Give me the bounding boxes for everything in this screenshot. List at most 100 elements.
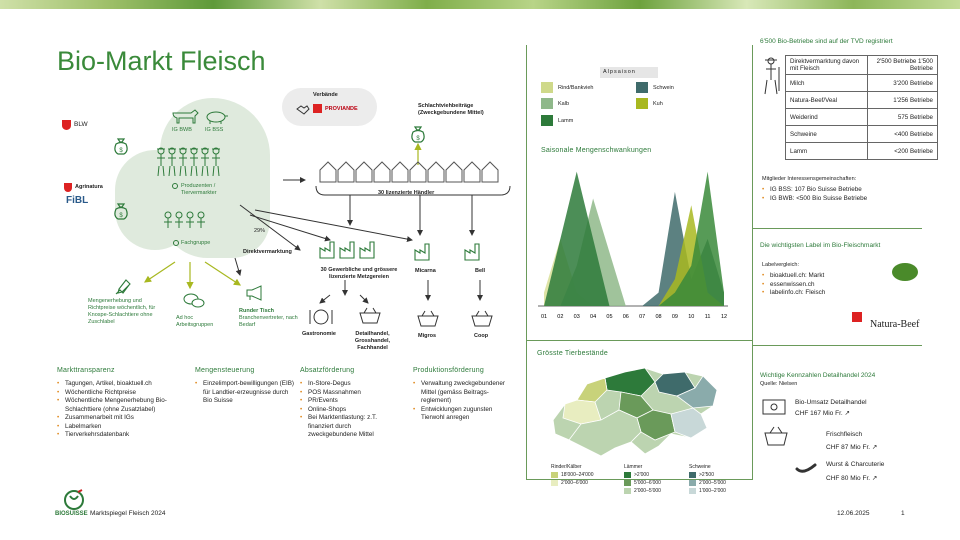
map-swatch — [689, 487, 696, 494]
mengenerhebung-label: Mengenerhebung und Richtpreise wöchentli… — [88, 298, 156, 325]
map-legend-item: 1'000–2'000 — [689, 487, 726, 495]
alpsaison-box — [600, 67, 658, 78]
map-swatch — [689, 471, 696, 478]
divider — [526, 45, 527, 480]
list-item: Bei Marktentlastung: z.T. finanziert dur… — [300, 414, 400, 440]
sausage-icon — [795, 457, 817, 480]
map-legend-title: Rinder/Kälber — [551, 464, 582, 470]
producer-area-ext — [115, 150, 195, 250]
map-legend-item: 2'000–6'000 — [551, 479, 594, 487]
labels-list: bioaktuell.ch: Marktessenwissen.chlabeli… — [762, 272, 825, 298]
blw-logo: BLW — [62, 120, 88, 130]
x-tick-label: 12 — [721, 314, 727, 320]
farmer-icon — [760, 55, 782, 110]
x-tick-label: 03 — [574, 314, 580, 320]
cash-register-icon — [762, 399, 786, 420]
table-cell: Lamm — [785, 142, 868, 160]
money-bag-icon: $ — [410, 125, 426, 148]
divider — [752, 228, 922, 229]
list-item: bioaktuell.ch: Markt — [762, 272, 825, 281]
money-bag-icon: $ — [113, 202, 129, 225]
x-tick-label: 09 — [672, 314, 678, 320]
agrinatura-logo: Agrinatura — [64, 183, 103, 192]
map-legend-label: 2'000–5'000 — [634, 488, 661, 494]
house-icon — [319, 161, 337, 183]
direktvermarktung-label: Direktvermarktung — [243, 249, 292, 255]
natura-beef-logo: Natura-Beef — [870, 319, 920, 330]
chat-bubbles-icon — [183, 293, 205, 314]
map-legend-label: >2'000 — [634, 472, 649, 478]
map-legend-title: Lämmer — [624, 464, 643, 470]
area-series — [544, 171, 724, 306]
map-swatch — [624, 487, 631, 494]
factory-icon — [414, 243, 430, 261]
table-cell: <200 Betriebe — [867, 142, 938, 160]
table-row: Schweine<400 Betriebe — [785, 125, 938, 143]
basket-icon — [470, 310, 494, 333]
megaphone-icon — [245, 285, 267, 306]
column-title-2: Absatzförderung — [300, 367, 355, 374]
ig-list: IG BSS: 107 Bio Suisse BetriebeIG BWB: <… — [762, 186, 867, 203]
table-cell: Schweine — [785, 125, 868, 143]
farmer-body — [157, 148, 165, 177]
farmer-body — [168, 148, 176, 177]
list-item: Labelmarken — [57, 423, 187, 432]
gewerbe-label: 30 Gewerbliche und grössere lizenzierte … — [320, 267, 398, 280]
list-item: Zusammenarbeit mit IGs — [57, 414, 187, 423]
house-icon — [481, 161, 499, 183]
list-item: essenwissen.ch — [762, 281, 825, 290]
map-swatch — [624, 471, 631, 478]
table-cell: Direktvermarktung davon mit Fleisch — [785, 55, 868, 75]
column-list-0: Tagungen, Artikel, bioaktuell.chWöchentl… — [57, 380, 187, 440]
factory-icon — [339, 241, 355, 259]
person-body — [175, 218, 183, 228]
header-banner — [0, 0, 960, 9]
list-item: Einzelimport-bewilligungen (EIB) für Lan… — [195, 380, 295, 406]
column-list-2: In-Store-DegusPOS MassnahmenPR/EventsOnl… — [300, 380, 400, 440]
map-legend-label: >2'500 — [699, 472, 714, 478]
legend-item: Rind/Bankvieh — [541, 82, 593, 93]
tvd-title: 6'500 Bio-Betriebe sind auf der TVD regi… — [760, 38, 893, 45]
house-icon — [391, 161, 409, 183]
legend-item: Kuh — [636, 98, 663, 109]
x-tick-label: 06 — [623, 314, 629, 320]
list-item: In-Store-Degus — [300, 380, 400, 389]
circle-icon — [173, 240, 179, 246]
page-title: Bio-Markt Fleisch — [57, 46, 266, 76]
biosuisse-logo — [62, 488, 86, 515]
swiss-flag-icon — [852, 312, 862, 322]
divider — [526, 340, 752, 341]
table-row: Lamm<200 Betriebe — [785, 142, 938, 160]
proviande-logo: PROVIANDE — [325, 106, 358, 112]
pencil-chart-icon — [114, 278, 132, 301]
x-tick-label: 10 — [688, 314, 694, 320]
cattle-icon — [170, 107, 200, 130]
list-item: Wöchentliche Mengenerhebung Bio-Schlacht… — [57, 397, 187, 414]
table-cell: 575 Betriebe — [867, 108, 938, 126]
list-item: IG BSS: 107 Bio Suisse Betriebe — [762, 186, 867, 195]
knospe-logo — [892, 263, 918, 281]
house-icon — [427, 161, 445, 183]
list-item: Online-Shops — [300, 406, 400, 415]
map-legend-item: 18'000–24'000 — [551, 471, 594, 479]
divider — [752, 345, 922, 346]
x-tick-label: 05 — [606, 314, 612, 320]
micarna-factory-icon — [412, 240, 434, 267]
map-legend-item: >2'000 — [624, 471, 661, 479]
table-cell: <400 Betriebe — [867, 125, 938, 143]
house-icon — [463, 161, 481, 183]
map-title: Grösste Tierbestände — [537, 350, 608, 357]
svg-text:$: $ — [416, 136, 420, 142]
money-bag-icon: $ — [113, 137, 129, 160]
schlachtvieh-label: Schlachtviehbeiträge (Zweckgebundene Mit… — [418, 103, 484, 116]
haendler-label: 30 lizenzierte Händler — [378, 190, 435, 196]
map-legend-title: Schweine — [689, 464, 711, 470]
list-item: Entwicklungen zugunsten Tierwohl anregen — [413, 406, 513, 423]
factory-icons — [318, 238, 378, 269]
